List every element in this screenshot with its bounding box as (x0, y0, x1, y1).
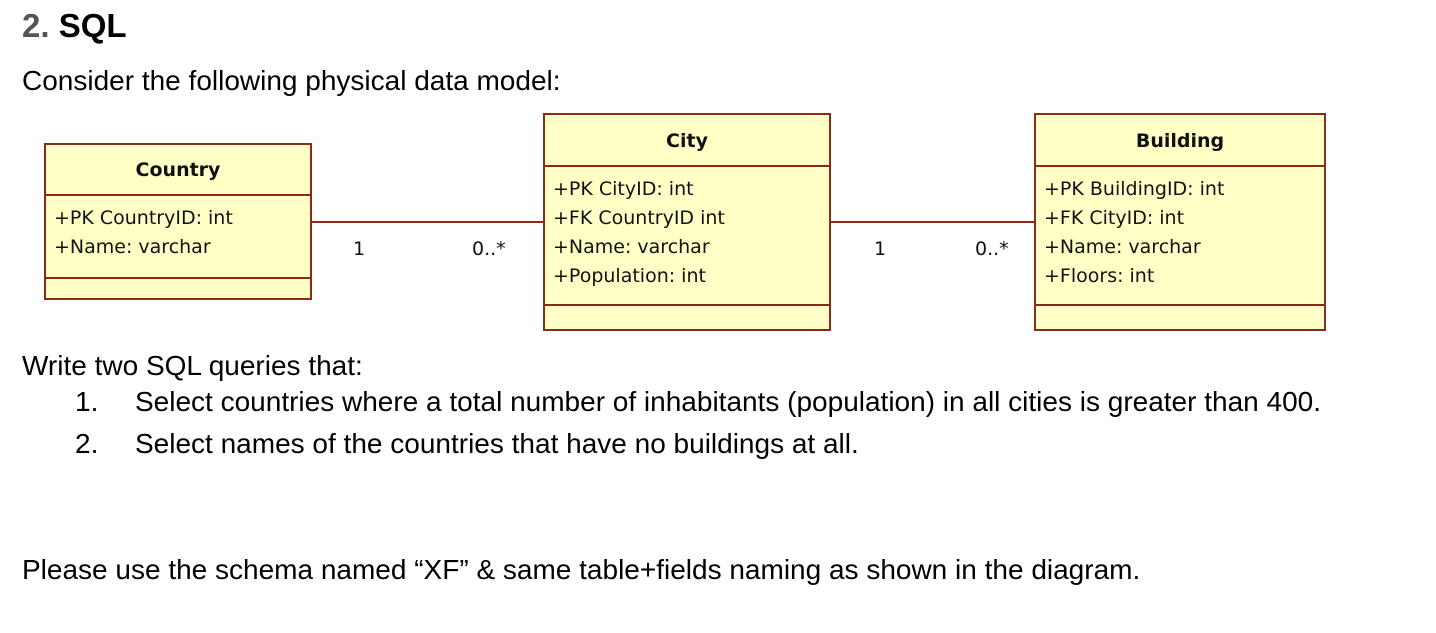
class-city: City +PK CityID: int +FK CountryID int +… (543, 113, 831, 331)
attribute: +Name: varchar (553, 236, 710, 258)
multiplicity-city-side: 1 (874, 238, 887, 260)
attribute: +Population: int (553, 265, 706, 287)
list-item-text: Select countries where a total number of… (135, 386, 1322, 417)
list-item: 2. Select names of the countries that ha… (75, 428, 1425, 460)
list-item-text: Select names of the countries that have … (135, 428, 859, 459)
note-text: Please use the schema named “XF” & same … (22, 554, 1141, 585)
class-attributes: +PK CityID: int +FK CountryID int +Name:… (545, 167, 829, 306)
class-operations (46, 279, 310, 298)
multiplicity-building-side: 0..* (975, 238, 1009, 260)
attribute: +Name: varchar (54, 236, 211, 258)
list-item: 1. Select countries where a total number… (75, 386, 1425, 418)
attribute: +FK CountryID int (553, 207, 725, 229)
section-number: 2. (22, 7, 50, 44)
task-intro-text: Write two SQL queries that: (22, 350, 363, 381)
attribute: +Name: varchar (1044, 236, 1201, 258)
attribute: +PK BuildingID: int (1044, 178, 1225, 200)
class-name: City (545, 115, 829, 167)
multiplicity-city-side: 0..* (472, 238, 506, 260)
class-operations (545, 306, 829, 329)
section-title: SQL (58, 7, 127, 44)
attribute: +PK CityID: int (553, 178, 694, 200)
class-name: Country (46, 145, 310, 196)
list-item-number: 2. (75, 428, 99, 459)
list-item-number: 1. (75, 386, 99, 417)
intro-text: Consider the following physical data mod… (22, 65, 561, 96)
class-attributes: +PK CountryID: int +Name: varchar (46, 196, 310, 279)
task-list: 1. Select countries where a total number… (75, 386, 1425, 470)
class-attributes: +PK BuildingID: int +FK CityID: int +Nam… (1036, 167, 1324, 306)
class-operations (1036, 306, 1324, 329)
class-country: Country +PK CountryID: int +Name: varcha… (44, 143, 312, 300)
attribute: +PK CountryID: int (54, 207, 233, 229)
multiplicity-country-side: 1 (353, 238, 366, 260)
section-heading: 2. SQL (22, 6, 127, 46)
class-name: Building (1036, 115, 1324, 167)
class-building: Building +PK BuildingID: int +FK CityID:… (1034, 113, 1326, 331)
attribute: +FK CityID: int (1044, 207, 1185, 229)
attribute: +Floors: int (1044, 265, 1155, 287)
